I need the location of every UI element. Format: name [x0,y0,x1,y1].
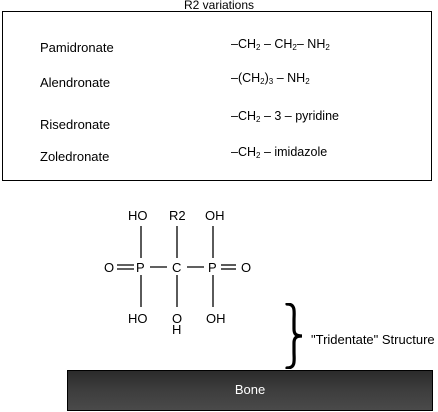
variation-formula-zoledronate: –CH2 – imidazole [231,145,328,160]
atom-c-center: C [172,260,182,275]
bone-surface: Bone [67,370,433,411]
atom-o-bottom-center: O [172,311,183,326]
atom-ho-bottom-left: HO [128,311,148,326]
tridentate-structure-label: "Tridentate" Structure [311,332,435,347]
variation-formula-risedronate: –CH2 – 3 – pyridine [231,109,339,124]
bone-label: Bone [234,382,266,397]
r2-variations-box [2,11,432,181]
atom-o-left: O [104,260,115,275]
variation-name-alendronate: Alendronate [40,75,111,90]
variation-formula-pamidronate: –CH2 – CH2– NH2 [231,37,330,52]
atom-h-bottom-center: H [172,322,182,337]
atom-p-right: P [208,260,217,275]
atom-oh-bottom-right: OH [206,311,226,326]
curly-brace-icon [285,303,303,369]
atom-ho-top-left: HO [128,208,148,223]
atom-p-left: P [136,260,145,275]
variation-name-pamidronate: Pamidronate [40,40,114,55]
atom-oh-top-right: OH [205,208,225,223]
variation-formula-alendronate: –(CH2)3 – NH2 [231,71,310,86]
variation-name-zoledronate: Zoledronate [40,149,110,164]
r2-variations-title: R2 variations [183,0,255,12]
atom-r2: R2 [169,208,186,223]
variation-name-risedronate: Risedronate [40,117,111,132]
atom-o-right: O [241,260,252,275]
